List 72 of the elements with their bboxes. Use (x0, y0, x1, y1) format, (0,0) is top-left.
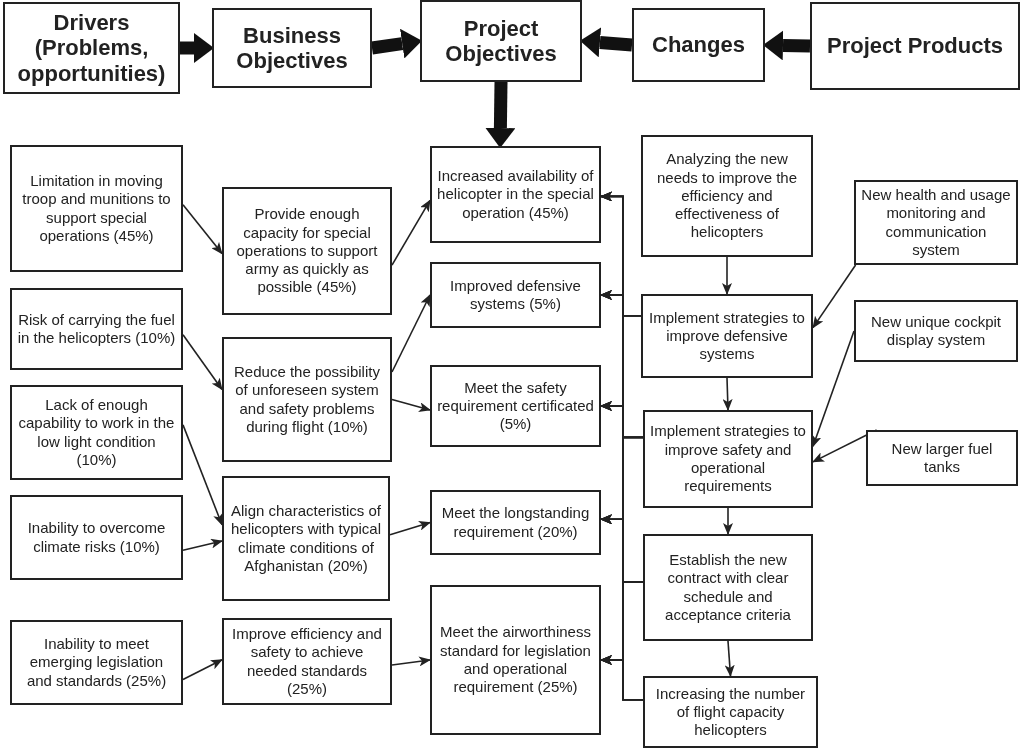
process-box (643, 676, 818, 748)
process-box (10, 288, 183, 370)
process-box (222, 187, 392, 315)
process-box (10, 620, 183, 705)
arrow (389, 520, 431, 536)
block-arrow (371, 28, 422, 59)
box-label: Analyzing the new needs to improve the efficiency and effectiveness of helicopters (655, 150, 799, 242)
header-label: Drivers (Problems, opportunities) (16, 10, 167, 86)
process-box (10, 495, 183, 580)
box-label: Implement strategies to improve safety and operational requirements (649, 422, 807, 496)
process-box (222, 618, 392, 705)
box-label: Align characteristics of helicopters with typical climate conditions of Afghanistan (20%) (229, 501, 383, 576)
box-label: Increased availability of helicopter in the special operation (45%) (436, 167, 595, 222)
process-box (430, 490, 601, 555)
block-arrow (180, 33, 214, 63)
box-label: Meet the safety requirement certificated (5%) (436, 378, 595, 434)
block-arrow (485, 81, 516, 148)
arrow (391, 199, 431, 266)
process-box (10, 385, 183, 480)
process-box (643, 410, 813, 508)
header-label: Project Objectives (444, 15, 558, 67)
box-label: Increasing the number of flight capacity helicopters (654, 684, 807, 740)
process-box (641, 135, 813, 257)
header-label: Business Objectives (235, 22, 349, 74)
arrow (812, 264, 857, 329)
process-box (866, 430, 1018, 486)
arrow (182, 538, 223, 552)
header-box (212, 8, 372, 88)
header-box (3, 2, 180, 94)
box-label: Reduce the possibility of unforeseen system and safety problems during flight (10%) (233, 362, 381, 437)
arrow (600, 655, 644, 701)
box-label: Improve efficiency and safety to achieve needed standards (25%) (231, 624, 383, 699)
process-box (430, 262, 601, 328)
box-label: Establish the new contract with clear schedule and acceptance criteria (664, 550, 792, 625)
box-label: Provide enough capacity for special operations to support army as quickly as possible (45%) (235, 205, 379, 297)
arrow (391, 656, 431, 667)
arrow (182, 659, 223, 681)
process-box (430, 365, 601, 447)
process-box (430, 146, 601, 243)
arrow (391, 294, 431, 373)
box-label: Meet the airworthiness standard for legislation and operational requirement (25%) (439, 623, 592, 697)
process-box (643, 534, 813, 641)
box-label: Improved defensive systems (5%) (449, 276, 582, 314)
box-label: Risk of carrying the fuel in the helicopters (10%) (16, 310, 177, 348)
process-box (222, 337, 392, 462)
arrow (182, 203, 223, 255)
process-box (854, 300, 1018, 362)
header-box (810, 2, 1020, 90)
arrow (723, 507, 733, 535)
header-box (420, 0, 582, 82)
box-label: New unique cockpit display system (869, 312, 1003, 350)
arrow (391, 398, 431, 412)
box-label: New larger fuel tanks (890, 439, 994, 477)
arrow (722, 256, 732, 295)
process-box (10, 145, 183, 272)
header-box (632, 8, 765, 82)
box-label: Lack of enough capability to work in the low light condition (10%) (17, 395, 176, 470)
box-label: Limitation in moving troop and munitions to support special operations (45%) (21, 171, 172, 246)
box-label: Implement strategies to improve defensive systems (648, 308, 806, 364)
process-box (430, 585, 601, 735)
box-label: Inability to meet emerging legislation and standards (25%) (25, 635, 168, 690)
arrow (724, 640, 735, 677)
process-box (222, 476, 390, 601)
process-box (641, 294, 813, 378)
process-box (854, 180, 1018, 265)
box-label: Inability to overcome climate risks (10%) (26, 519, 167, 556)
box-label: Meet the longstanding requirement (20%) (440, 504, 591, 541)
box-label: New health and usage monitoring and communication system (860, 185, 1012, 260)
arrow (182, 333, 223, 391)
header-label: Project Products (826, 33, 1003, 59)
header-label: Changes (652, 32, 745, 58)
arrow (722, 377, 733, 411)
